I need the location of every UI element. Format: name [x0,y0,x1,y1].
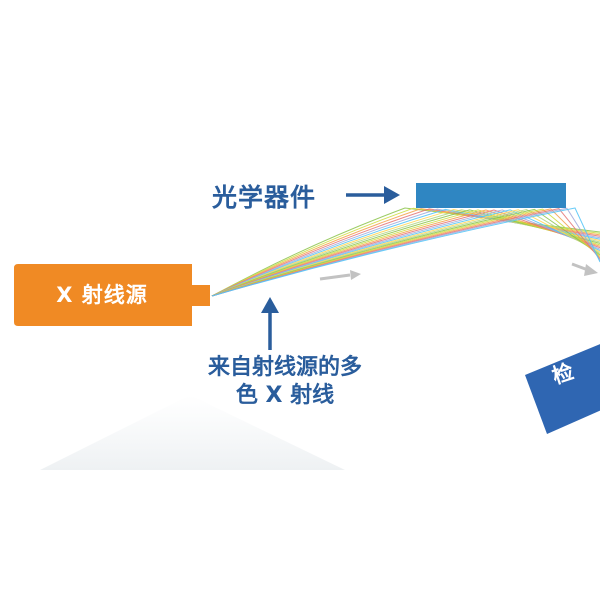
detector-box [525,344,600,434]
beam-ray [211,209,600,297]
background-shape [40,395,345,470]
optic-device [416,183,566,208]
xray-source-body [14,264,210,326]
grey-direction-arrow-right [571,262,598,276]
beam-ray [211,209,600,297]
beam-ray [211,209,600,297]
beam-ray [211,209,600,297]
beam-label-line2: 色 X 射线 [235,383,335,408]
beam-ray [211,209,600,297]
beam-pointer-arrow [261,297,279,350]
grey-direction-arrow-left [319,270,361,281]
beam-ray [211,209,600,297]
beam-ray [211,209,600,297]
beam-label-line1: 来自射线源的多 [207,355,362,380]
beam-ray [211,207,600,297]
beam-ray [211,209,600,297]
xray-source [14,264,210,326]
beam-ray [211,207,600,297]
beam-ray [211,209,600,297]
optic-pointer-arrow [346,186,400,204]
xray-source-label: X 射线源 [56,283,148,307]
beam-ray [211,209,600,297]
beam-label: 来自射线源的多 色 X 射线 [175,354,395,410]
background-floor [0,470,600,600]
polychromatic-beam [211,207,600,297]
optic-label: 光学器件 [212,183,317,212]
